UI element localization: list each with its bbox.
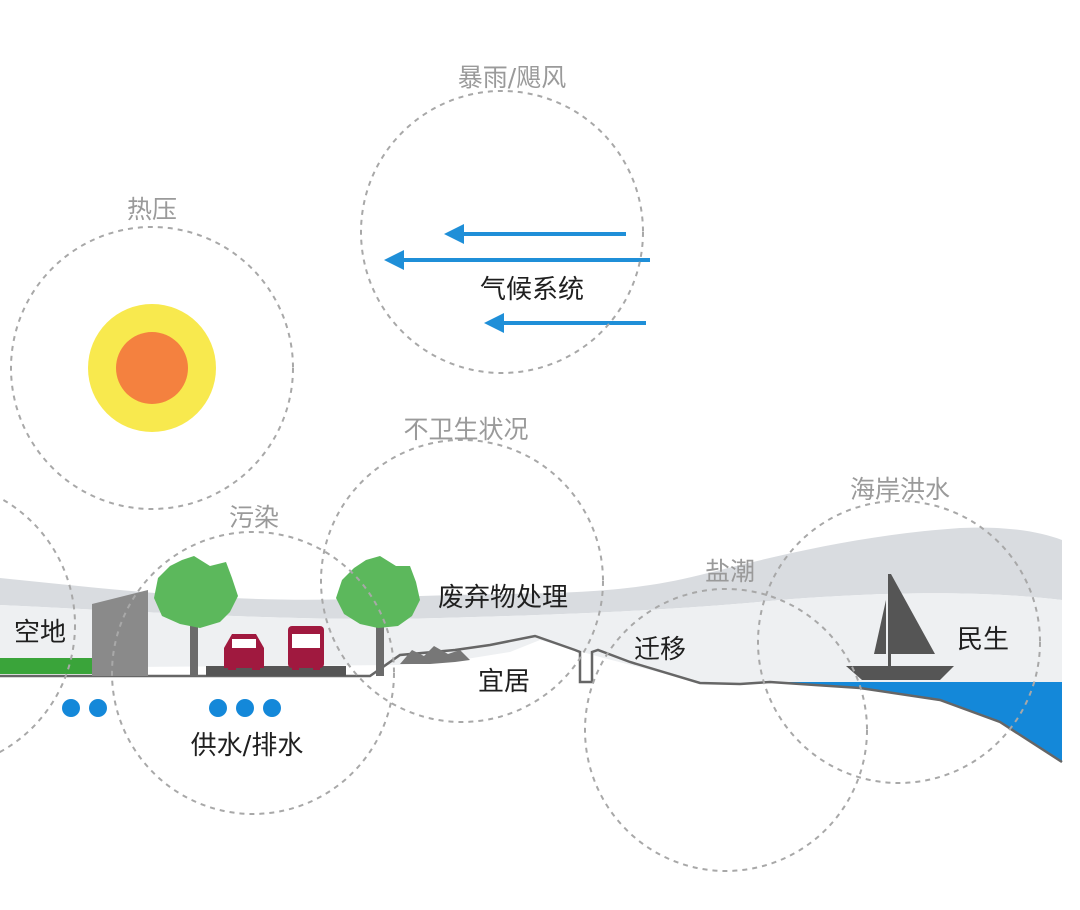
risk-pollution-title: 污染	[229, 503, 279, 532]
ring-coastal-flood	[757, 500, 1041, 784]
label-climate: 气候系统	[480, 275, 584, 305]
risk-salt-tide-title: 盐潮	[705, 557, 755, 586]
sky-band-light	[0, 593, 1062, 684]
label-habitat: 宜居	[478, 667, 530, 697]
risk-coastal-flood-title: 海岸洪水	[850, 475, 950, 504]
tree-icon	[336, 556, 420, 676]
tree-icon	[154, 556, 238, 676]
sun-icon	[88, 304, 216, 432]
label-open-space: 空地	[14, 618, 66, 648]
ring-heat	[10, 226, 294, 510]
rubble	[400, 646, 470, 664]
sea-water	[770, 682, 1062, 762]
label-waste: 废弃物处理	[438, 583, 568, 613]
label-livelihood: 民生	[957, 625, 1009, 655]
water-dots-left	[62, 699, 107, 717]
bus-icon	[288, 626, 324, 670]
ground-profile	[0, 634, 1063, 764]
ring-salt-tide	[584, 588, 868, 872]
label-water: 供水/排水	[191, 731, 304, 761]
sky-band-dark	[0, 527, 1062, 619]
label-migration: 迁移	[634, 635, 686, 665]
arrow-left-icon	[384, 224, 650, 333]
water-dots-right	[209, 699, 281, 717]
ring-sanitation	[320, 439, 604, 723]
building-icon	[92, 590, 148, 676]
road	[206, 666, 346, 676]
ring-open-space	[0, 496, 76, 754]
ring-storm	[360, 90, 644, 374]
sailboat-icon	[846, 574, 954, 680]
risk-storm-title: 暴雨/飓风	[458, 63, 566, 92]
risk-sanitation-title: 不卫生状况	[403, 415, 528, 444]
ring-pollution	[111, 531, 395, 815]
car-icon	[224, 634, 264, 670]
risk-heat-title: 热压	[127, 195, 177, 224]
grass-strip	[0, 658, 92, 674]
